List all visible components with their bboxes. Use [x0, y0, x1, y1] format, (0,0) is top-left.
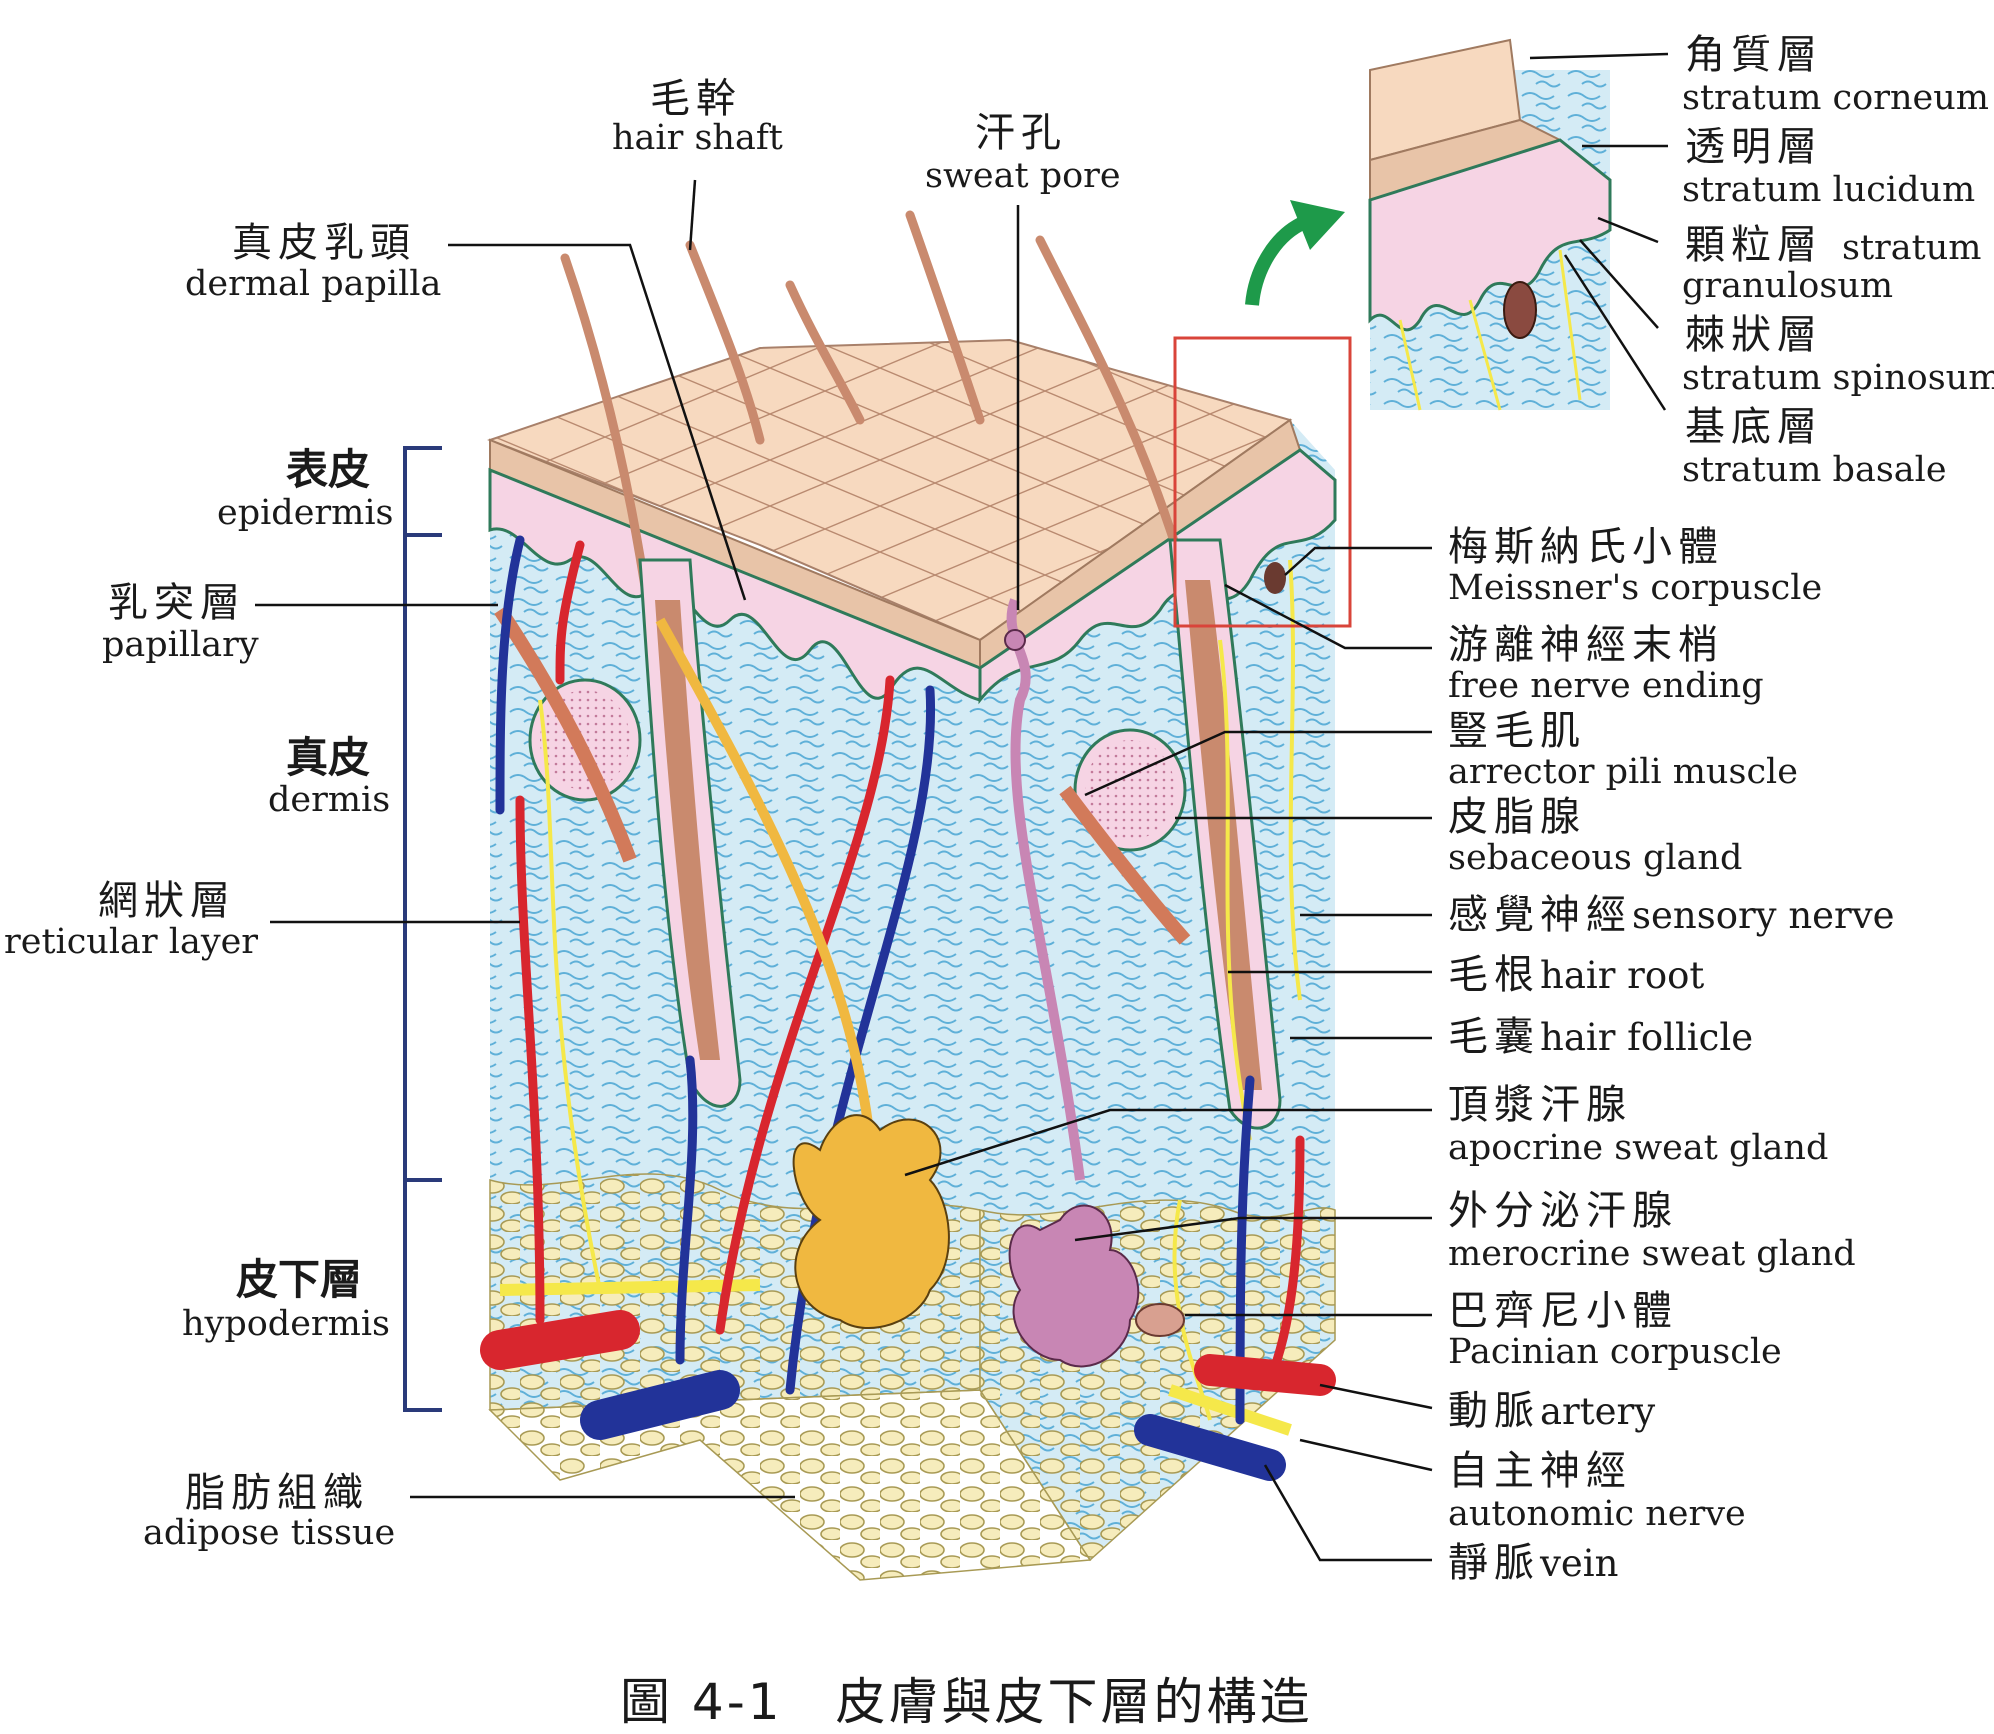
pacinian-corpuscle	[1135, 1303, 1185, 1337]
label-autonomic-zh: 自主神經	[1448, 1448, 1632, 1494]
blood-vessels	[480, 535, 1336, 1481]
label-reticular-zh: 網狀層	[98, 878, 236, 924]
label-corneum-zh: 角質層	[1685, 32, 1823, 78]
label-spinosum-zh: 棘狀層	[1685, 312, 1823, 358]
epidermis-inset	[1368, 38, 1612, 411]
label-epidermis-en: epidermis	[217, 493, 394, 533]
label-apocrine-en: apocrine sweat gland	[1448, 1128, 1829, 1168]
label-epidermis-zh: 表皮	[286, 445, 371, 494]
label-artery-en: artery	[1540, 1390, 1656, 1433]
label-sebaceous-en: sebaceous gland	[1448, 838, 1743, 878]
label-follicle: 毛囊hair follicle	[1448, 1016, 1753, 1058]
label-granulosum-en2: granulosum	[1682, 266, 1894, 306]
label-hair-root-en: hair root	[1540, 954, 1705, 997]
label-meissner-zh: 梅斯納氏小體	[1448, 524, 1724, 570]
label-lucidum-zh: 透明層	[1685, 124, 1823, 170]
label-dermal-papilla-en: dermal papilla	[185, 264, 442, 304]
label-hair-shaft-en: hair shaft	[612, 118, 783, 158]
label-dermal-papilla-zh: 真皮乳頭	[232, 220, 416, 266]
label-sweat-pore-zh: 汗孔	[975, 110, 1067, 156]
label-vein-en: vein	[1540, 1542, 1619, 1585]
label-merocrine-zh: 外分泌汗腺	[1448, 1188, 1678, 1234]
label-sweat-pore-en: sweat pore	[925, 156, 1121, 196]
label-hair-root-zh: 毛根	[1448, 952, 1540, 998]
label-follicle-en: hair follicle	[1540, 1016, 1754, 1059]
label-sensory: 感覺神經sensory nerve	[1448, 894, 1895, 936]
label-sensory-zh: 感覺神經	[1448, 892, 1632, 938]
label-meissner-en: Meissner's corpuscle	[1448, 568, 1823, 608]
label-basale-en: stratum basale	[1682, 450, 1947, 490]
label-artery-zh: 動脈	[1448, 1388, 1540, 1434]
adipose-base	[488, 1389, 1092, 1581]
label-dermis-zh: 真皮	[286, 733, 371, 782]
label-autonomic-en: autonomic nerve	[1448, 1494, 1746, 1534]
layer-bracket	[403, 446, 442, 1412]
label-sensory-en: sensory nerve	[1632, 894, 1895, 937]
label-adipose-zh: 脂肪組織	[185, 1470, 369, 1516]
label-hypodermis-zh: 皮下層	[236, 1255, 363, 1304]
label-arrector-en: arrector pili muscle	[1448, 752, 1798, 792]
label-granulosum-zh: 顆粒層	[1685, 222, 1823, 268]
label-basale-zh: 基底層	[1685, 404, 1823, 450]
label-dermis-en: dermis	[268, 780, 391, 820]
sebaceous-glands	[494, 606, 1191, 945]
label-pacinian-zh: 巴齊尼小體	[1448, 1288, 1678, 1334]
meissner-corpuscle	[1264, 562, 1286, 594]
merocrine-sweat-gland	[1004, 598, 1140, 1368]
label-corneum-en: stratum corneum	[1682, 78, 1989, 118]
figure-caption: 圖 4-1 皮膚與皮下層的構造	[620, 1673, 1313, 1731]
label-vein: 靜脈vein	[1448, 1542, 1618, 1584]
label-follicle-zh: 毛囊	[1448, 1014, 1540, 1060]
label-papillary-zh: 乳突層	[108, 580, 246, 626]
label-granulosum-en1: stratum	[1842, 228, 1982, 268]
label-papillary-en: papillary	[102, 625, 259, 665]
label-free-nerve-zh: 游離神經末梢	[1448, 622, 1724, 668]
label-lucidum-en: stratum lucidum	[1682, 170, 1976, 210]
label-hair-shaft-zh: 毛幹	[650, 76, 742, 122]
zoom-arrow	[1245, 200, 1345, 306]
label-apocrine-zh: 頂漿汗腺	[1448, 1082, 1632, 1128]
label-merocrine-en: merocrine sweat gland	[1448, 1234, 1856, 1274]
label-free-nerve-en: free nerve ending	[1448, 666, 1764, 706]
label-arrector-zh: 豎毛肌	[1448, 708, 1586, 754]
label-sebaceous-zh: 皮脂腺	[1448, 794, 1586, 840]
label-hair-root: 毛根hair root	[1448, 954, 1704, 996]
label-hypodermis-en: hypodermis	[182, 1304, 390, 1344]
label-pacinian-en: Pacinian corpuscle	[1448, 1332, 1782, 1372]
label-adipose-en: adipose tissue	[143, 1513, 396, 1553]
zoom-highlight-box	[1173, 336, 1352, 628]
apocrine-sweat-gland	[655, 617, 950, 1329]
label-reticular-en: reticular layer	[4, 922, 259, 962]
label-spinosum-en: stratum spinosum	[1682, 358, 1994, 398]
leader-lines	[255, 52, 1669, 1562]
label-artery: 動脈artery	[1448, 1390, 1655, 1432]
label-vein-zh: 靜脈	[1448, 1540, 1540, 1586]
hair-follicles	[638, 538, 1282, 1130]
